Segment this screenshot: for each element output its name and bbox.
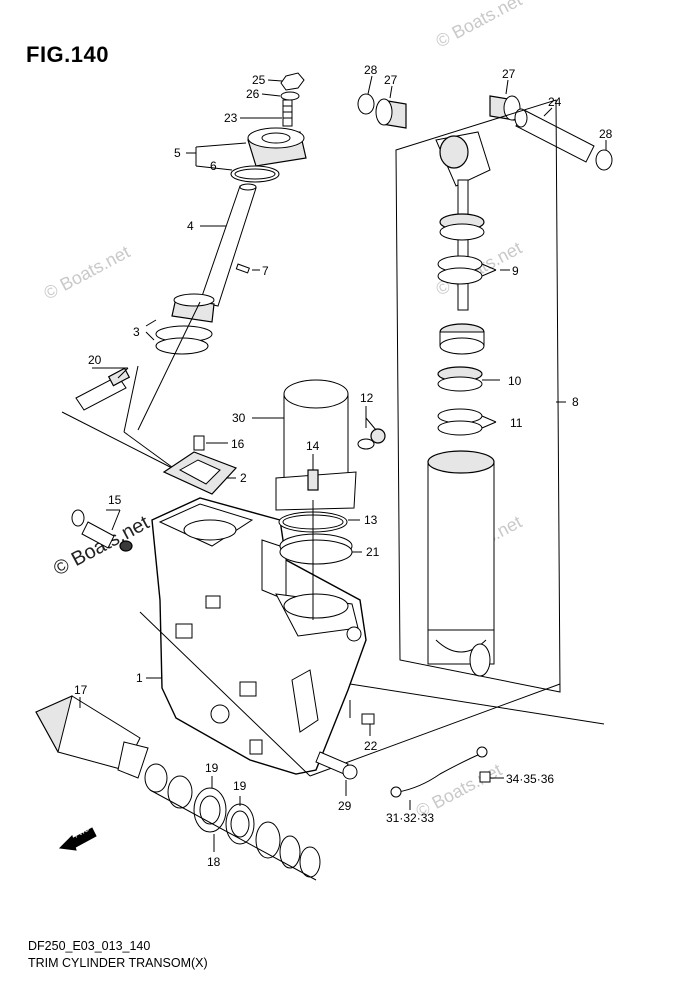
part-29-bolt xyxy=(315,751,358,796)
cylinder-body xyxy=(427,450,495,677)
callout-27: 27 xyxy=(502,67,516,81)
part-7-pin xyxy=(235,263,260,274)
callout-6: 6 xyxy=(210,159,217,173)
part-20-valve xyxy=(75,367,131,411)
part-30-reservoir xyxy=(252,379,357,511)
leader-line xyxy=(123,431,177,471)
part-27-bushing-left xyxy=(375,85,407,129)
leader-line xyxy=(139,611,311,777)
callout-20: 20 xyxy=(88,353,102,367)
callout-18: 18 xyxy=(207,855,221,869)
leader-line xyxy=(349,683,605,725)
callout-10: 10 xyxy=(508,374,522,388)
callout-16: 16 xyxy=(231,437,245,451)
part-3-piston xyxy=(145,293,215,355)
leader-line xyxy=(309,683,561,777)
part-13-o-ring xyxy=(278,511,360,533)
part-31-32-33-ground-wire xyxy=(390,746,488,810)
callout-30: 30 xyxy=(232,411,246,425)
part-26-washer xyxy=(261,91,300,101)
callout-22: 22 xyxy=(364,739,378,753)
part-16-screw xyxy=(193,435,228,451)
callout-21: 21 xyxy=(366,545,380,559)
part-11-rings xyxy=(437,408,497,436)
callout-5: 5 xyxy=(174,146,181,160)
cylinder-frame xyxy=(395,99,561,693)
callout-34-35-36: 34·35·36 xyxy=(506,772,554,786)
callout-26: 26 xyxy=(246,87,260,101)
part-28-snap-ring-left xyxy=(357,75,375,115)
part-28-snap-ring-right xyxy=(595,140,613,171)
callout-27: 27 xyxy=(384,73,398,87)
leader-line xyxy=(61,411,177,471)
part-15-spring xyxy=(71,509,133,552)
callout-8: 8 xyxy=(572,395,579,409)
callout-11: 11 xyxy=(510,416,523,430)
callout-31-32-33: 31·32·33 xyxy=(386,811,434,825)
part-4-rod xyxy=(199,183,257,307)
part-24-pin xyxy=(514,107,595,163)
callout-1: 1 xyxy=(136,671,143,685)
callout-13: 13 xyxy=(364,513,378,527)
leader-line xyxy=(149,789,317,881)
part-2-plate xyxy=(162,451,238,495)
watermark: © Boats.net xyxy=(40,242,133,304)
part-21-filter xyxy=(279,533,362,565)
callout-7: 7 xyxy=(262,264,269,278)
part-5-cap xyxy=(186,127,307,167)
callout-17: 17 xyxy=(74,683,88,697)
part-14-screw xyxy=(307,454,319,491)
part-34-35-36-bolt xyxy=(479,771,504,783)
part-6-o-ring xyxy=(195,160,280,183)
callout-28: 28 xyxy=(364,63,378,77)
watermark: © Boats.net xyxy=(50,512,153,581)
callout-25: 25 xyxy=(252,73,266,87)
part-25-nut xyxy=(267,72,305,91)
leader-line xyxy=(123,365,139,433)
callout-9: 9 xyxy=(512,264,519,278)
cylinder-rod-eye xyxy=(435,131,491,311)
callout-14: 14 xyxy=(306,439,320,453)
part-17-shaft xyxy=(35,695,149,779)
part-22-bolt xyxy=(349,700,375,736)
fwd-arrow-icon: FWD xyxy=(58,826,97,851)
part-10-seal xyxy=(437,366,500,392)
callout-4: 4 xyxy=(187,219,194,233)
callout-29: 29 xyxy=(338,799,352,813)
callout-2: 2 xyxy=(240,471,247,485)
diagram-caption: TRIM CYLINDER TRANSOM(X) xyxy=(28,956,208,970)
part-9-rings xyxy=(437,255,497,285)
callout-19: 19 xyxy=(233,779,247,793)
part-19-washers xyxy=(144,763,321,878)
diagram-code: DF250_E03_013_140 xyxy=(28,939,151,953)
figure-title: FIG.140 xyxy=(26,42,109,67)
callout-15: 15 xyxy=(108,493,122,507)
callout-19: 19 xyxy=(205,761,219,775)
callout-3: 3 xyxy=(133,325,140,339)
part-1-housing xyxy=(146,497,367,775)
callout-24: 24 xyxy=(548,95,562,109)
leader-line xyxy=(137,301,201,431)
watermark: © Boats.net xyxy=(432,0,525,52)
part-23-bolt xyxy=(240,99,293,127)
callout-12: 12 xyxy=(360,391,374,405)
cylinder-piston xyxy=(439,323,485,355)
callout-28: 28 xyxy=(599,127,613,141)
part-12-plug xyxy=(357,406,386,450)
callout-23: 23 xyxy=(224,111,238,125)
